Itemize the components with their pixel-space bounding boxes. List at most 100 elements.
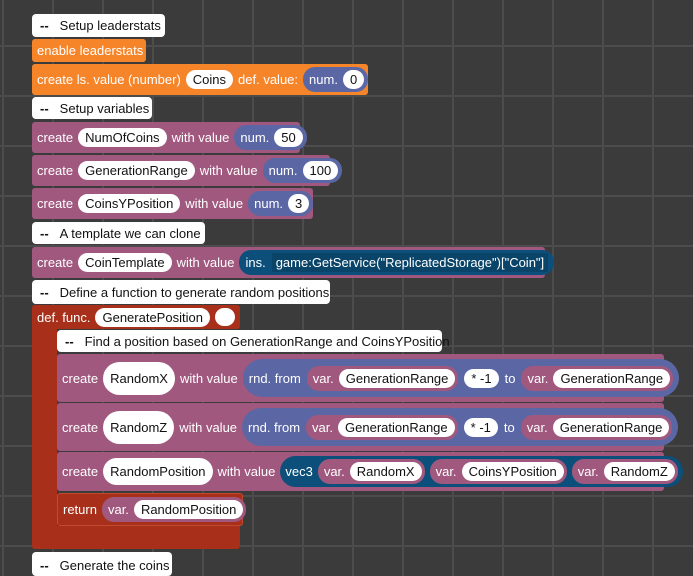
- function-footer: [32, 526, 240, 549]
- return-block[interactable]: return var.RandomPosition: [57, 493, 247, 526]
- instance-block[interactable]: ins. game:GetService("ReplicatedStorage")…: [239, 250, 555, 275]
- num-block[interactable]: num. 50: [234, 125, 307, 150]
- block-label: vec3: [285, 464, 313, 479]
- comment-text: Find a position based on GenerationRange…: [84, 333, 450, 349]
- random-block[interactable]: rnd. from var.GenerationRange * -1 to va…: [242, 408, 679, 446]
- create-variable-block[interactable]: create CoinTemplate with value ins. game:Ge…: [32, 247, 555, 278]
- var-name-field[interactable]: RandomPosition: [133, 500, 244, 519]
- function-block[interactable]: [32, 305, 57, 549]
- create-variable-block[interactable]: create GenerationRange with value num. 100: [32, 155, 343, 186]
- block-label: create: [37, 196, 74, 211]
- variable-name-field[interactable]: RandomZ: [103, 410, 175, 444]
- variable-name-field[interactable]: NumOfCoins: [78, 128, 167, 147]
- function-header[interactable]: def. func.GeneratePosition: [32, 305, 240, 329]
- var-label: var.: [577, 464, 599, 479]
- block-label: create: [62, 419, 99, 435]
- num-block[interactable]: num. 0: [303, 67, 369, 92]
- var-block[interactable]: var.GenerationRange: [306, 365, 459, 391]
- var-block[interactable]: var. RandomZ: [571, 459, 678, 484]
- variable-name-field[interactable]: GenerationRange: [78, 161, 195, 180]
- function-name-field[interactable]: GeneratePosition: [95, 307, 210, 327]
- block-label: create: [62, 370, 99, 386]
- instance-path-field[interactable]: game:GetService("ReplicatedStorage")["Co…: [271, 253, 549, 272]
- num-field[interactable]: 0: [342, 70, 365, 89]
- block-label: create: [37, 130, 74, 145]
- var-label: var.: [435, 464, 457, 479]
- comment-text: Define a function to generate random pos…: [59, 284, 330, 300]
- comment-text: A template we can clone: [59, 225, 201, 241]
- block-label: create: [62, 464, 99, 479]
- block-label: def. func.: [37, 309, 91, 325]
- block-label: with value: [171, 130, 230, 145]
- create-variable-block[interactable]: create RandomPosition with value vec3 var.…: [57, 452, 683, 491]
- parameters-field[interactable]: [214, 308, 235, 326]
- block-label: with value: [179, 370, 238, 386]
- num-label: num.: [254, 196, 284, 211]
- create-variable-block[interactable]: create NumOfCoins with value num. 50: [32, 122, 307, 153]
- block-label: create: [37, 255, 74, 270]
- comment-block[interactable]: --Generate the coins: [32, 552, 172, 576]
- block-label: rnd. from: [248, 370, 301, 386]
- comment-text: Setup leaderstats: [59, 18, 161, 33]
- comment-block[interactable]: --Define a function to generate random p…: [32, 280, 330, 304]
- block-label: create ls. value (number): [37, 72, 181, 87]
- comment-text: Generate the coins: [59, 558, 170, 573]
- multiply-field[interactable]: * -1: [463, 417, 498, 437]
- block-label: create: [37, 163, 74, 178]
- num-label: num.: [240, 130, 270, 145]
- multiply-field[interactable]: * -1: [464, 368, 499, 388]
- block-label: rnd. from: [248, 419, 301, 435]
- var-name-field[interactable]: RandomX: [349, 462, 422, 481]
- variable-name-field[interactable]: CoinTemplate: [78, 253, 172, 272]
- block-label: with value: [217, 464, 276, 479]
- var-block[interactable]: var. CoinsYPosition: [429, 459, 567, 484]
- num-label: num.: [309, 72, 338, 87]
- variable-name-field[interactable]: RandomPosition: [103, 458, 213, 485]
- var-label: var.: [107, 502, 129, 517]
- var-name-field[interactable]: GenerationRange: [553, 368, 671, 388]
- var-name-field[interactable]: GenerationRange: [552, 417, 670, 437]
- num-field[interactable]: 100: [302, 161, 339, 180]
- var-label: var.: [527, 370, 549, 386]
- comment-block[interactable]: --Find a position based on GenerationRan…: [57, 330, 450, 352]
- num-block[interactable]: num. 3: [248, 191, 314, 216]
- var-label: var.: [312, 370, 334, 386]
- var-block[interactable]: var. RandomPosition: [101, 497, 247, 522]
- block-label: with value: [179, 419, 238, 435]
- var-label: var.: [312, 419, 334, 435]
- var-name-field[interactable]: CoinsYPosition: [461, 462, 564, 481]
- create-variable-block[interactable]: create CoinsYPosition with value num. 3: [32, 188, 314, 219]
- var-block[interactable]: var.GenerationRange: [521, 365, 674, 391]
- var-block[interactable]: var.GenerationRange: [520, 414, 673, 440]
- block-label: with value: [199, 163, 258, 178]
- random-block[interactable]: rnd. from var.GenerationRange * -1 to va…: [242, 359, 680, 397]
- var-name-field[interactable]: GenerationRange: [338, 417, 455, 437]
- var-label: var.: [323, 464, 345, 479]
- comment-block[interactable]: --Setup variables: [32, 97, 152, 119]
- num-block[interactable]: num. 100: [262, 158, 343, 183]
- block-label: with value: [176, 255, 235, 270]
- var-block[interactable]: var. RandomX: [317, 459, 425, 484]
- vector3-block[interactable]: vec3 var. RandomX var. CoinsYPosition var.…: [280, 456, 683, 487]
- comment-block[interactable]: --Setup leaderstats: [32, 14, 165, 37]
- create-leaderstat-block[interactable]: create ls. value (number) Coins def. val…: [32, 64, 369, 95]
- num-field[interactable]: 50: [274, 128, 303, 147]
- ins-label: ins.: [245, 255, 266, 270]
- block-label: with value: [185, 196, 244, 211]
- variable-name-field[interactable]: RandomX: [103, 361, 175, 395]
- var-block[interactable]: var.GenerationRange: [306, 414, 458, 440]
- block-label: to: [504, 370, 516, 386]
- var-label: var.: [526, 419, 548, 435]
- num-label: num.: [268, 163, 298, 178]
- leaderstat-name-field[interactable]: Coins: [185, 70, 234, 89]
- comment-block[interactable]: --A template we can clone: [32, 222, 205, 244]
- block-label: enable leaderstats: [37, 43, 144, 58]
- block-label: def. value:: [238, 72, 299, 87]
- num-field[interactable]: 3: [288, 194, 310, 213]
- var-name-field[interactable]: GenerationRange: [338, 368, 456, 388]
- var-name-field[interactable]: RandomZ: [603, 462, 675, 481]
- variable-name-field[interactable]: CoinsYPosition: [78, 194, 181, 213]
- enable-leaderstats-block[interactable]: enable leaderstats: [32, 39, 146, 62]
